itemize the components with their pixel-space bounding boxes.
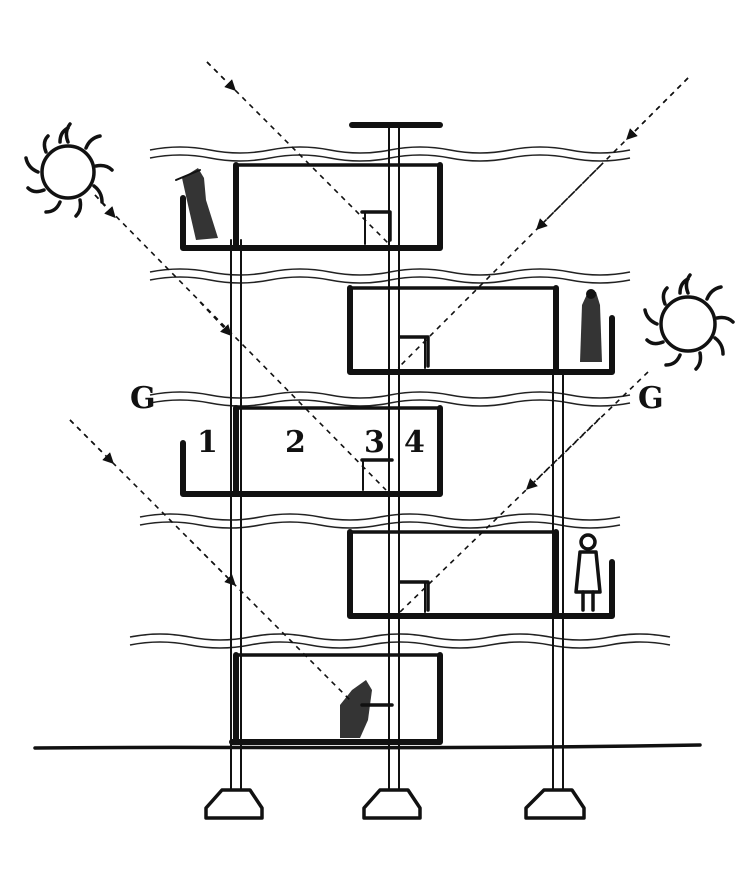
- floor-level-2: [347, 285, 615, 375]
- floor-level-1: [180, 162, 443, 251]
- person-icon: [574, 533, 602, 612]
- room-number-1: 1: [197, 425, 218, 460]
- left-glyph: G: [130, 381, 156, 416]
- columns: [230, 127, 564, 791]
- floor-level-5: [229, 652, 443, 745]
- floor-level-4: [347, 529, 615, 619]
- person-icon: [340, 680, 372, 738]
- sun-rays: [69, 61, 689, 701]
- room-number-4: 4: [404, 425, 425, 460]
- column-footing-icon: [204, 788, 586, 820]
- ground-line: [33, 743, 702, 750]
- room-number-3: 3: [364, 425, 385, 460]
- person-icon: [175, 168, 218, 240]
- right-glyph: G: [638, 381, 664, 416]
- room-number-2: 2: [285, 425, 306, 460]
- floor-level-3: [180, 405, 443, 497]
- person-icon: [580, 289, 602, 362]
- sun-icon: [643, 273, 735, 371]
- sun-icon: [24, 122, 114, 218]
